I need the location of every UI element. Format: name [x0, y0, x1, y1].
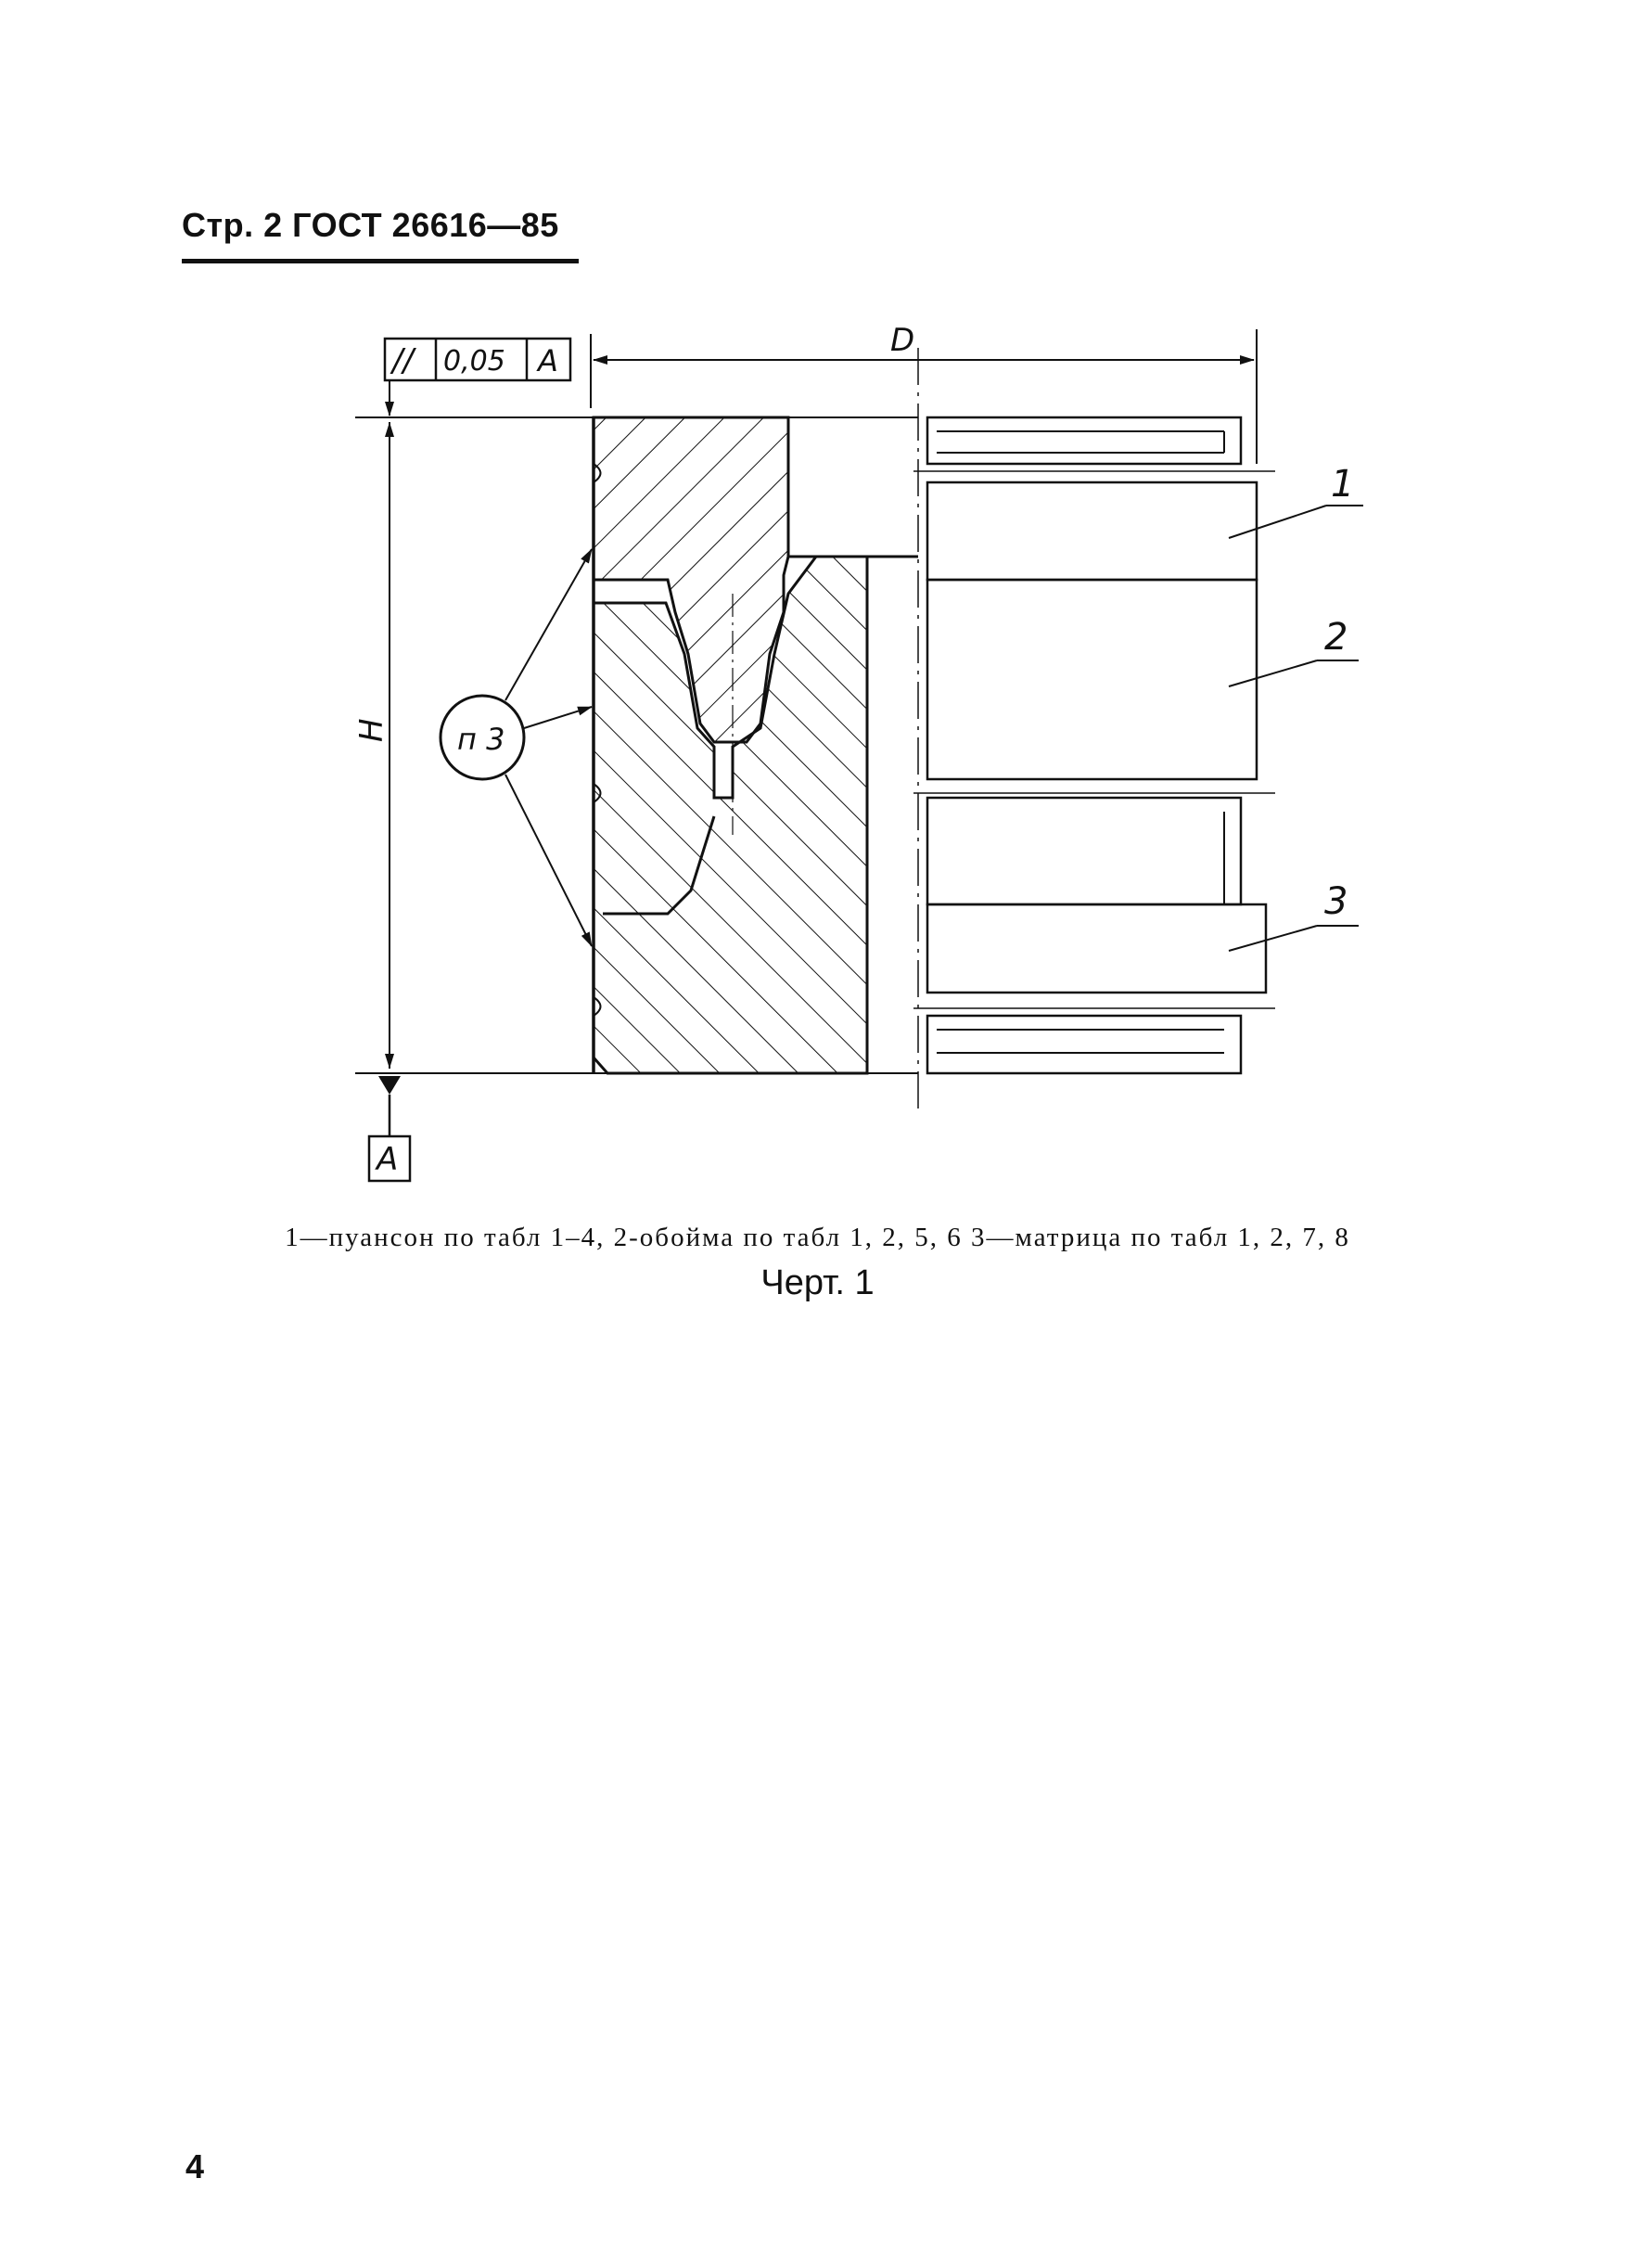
side-view [913, 416, 1275, 1075]
figure-caption: 1—пуансон по табл 1–4, 2-обойма по табл … [285, 1223, 1350, 1252]
page-number: 4 [185, 2147, 205, 2185]
position-labels: 1 2 3 [1228, 463, 1363, 952]
technical-drawing: // 0,05 A D H A [353, 322, 1363, 1183]
dimension-h: H [353, 422, 394, 1069]
header-rule [182, 259, 579, 263]
note-callout: п 3 [439, 548, 593, 947]
position-1-label: 1 [1331, 463, 1354, 506]
note-callout-label: п 3 [457, 722, 505, 757]
dimension-d: D [590, 322, 1258, 464]
datum-symbol: A [367, 1076, 412, 1183]
tolerance-datum: A [536, 343, 558, 378]
datum-label: A [375, 1141, 398, 1178]
position-3-label: 3 [1324, 880, 1348, 923]
dimension-d-label: D [890, 322, 914, 359]
page-header: Стр. 2 ГОСТ 26616—85 [182, 206, 559, 244]
tolerance-value: 0,05 [443, 345, 505, 378]
section-view [592, 348, 919, 1108]
tolerance-symbol: // [390, 342, 416, 379]
figure-title: Черт. 1 [760, 1263, 875, 1302]
tolerance-frame: // 0,05 A [383, 337, 572, 382]
position-2-label: 2 [1324, 616, 1348, 659]
dimension-h-label: H [353, 718, 390, 742]
